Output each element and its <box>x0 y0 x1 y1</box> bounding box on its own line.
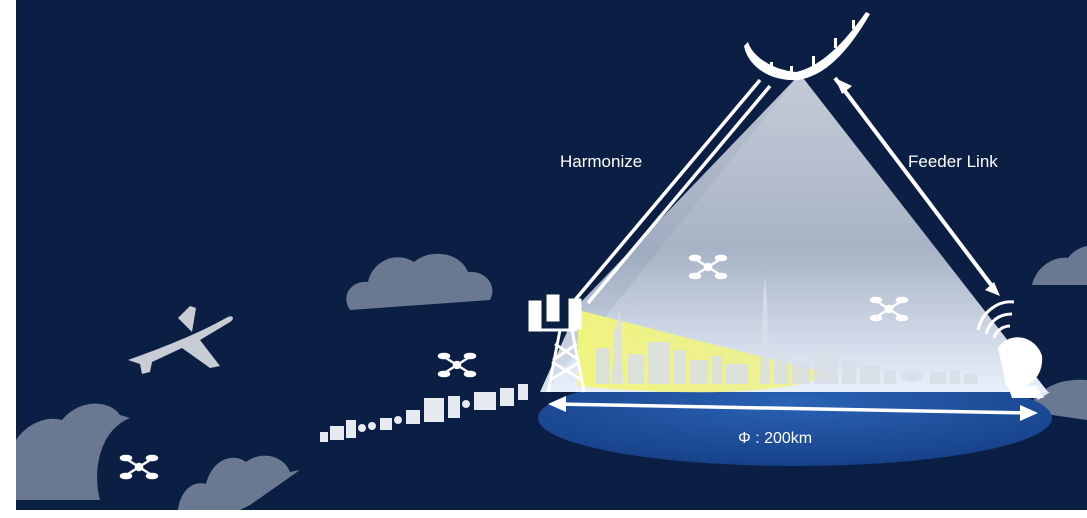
city-skyline-icon <box>320 384 528 442</box>
coverage-diameter-label: Φ : 200km <box>738 430 812 447</box>
haps-aircraft-icon <box>744 12 870 81</box>
harmonize-link <box>573 78 772 305</box>
frame-bottom <box>0 510 1087 518</box>
feeder-link-arrows <box>833 76 1000 296</box>
cloud-icon <box>16 403 130 500</box>
city-skyline-icon <box>596 276 978 384</box>
frame-left <box>0 0 16 518</box>
drone-icon <box>869 296 909 322</box>
drone-icon <box>688 254 728 280</box>
coverage-area-disc <box>538 370 1052 466</box>
coverage-diameter-arrow <box>548 396 1038 421</box>
ground-station-dish-icon <box>976 300 1044 398</box>
drone-icon <box>437 352 477 378</box>
cloud-icon <box>1032 246 1087 285</box>
cloud-icon <box>178 455 300 510</box>
cell-tower-icon <box>528 294 586 393</box>
drone-icon <box>119 454 159 480</box>
feeder-link-label: Feeder Link <box>908 152 998 171</box>
coverage-cone-main <box>545 74 1048 392</box>
cloud-icon <box>346 253 493 310</box>
harmonize-label: Harmonize <box>560 152 642 171</box>
airplane-icon <box>128 306 233 374</box>
